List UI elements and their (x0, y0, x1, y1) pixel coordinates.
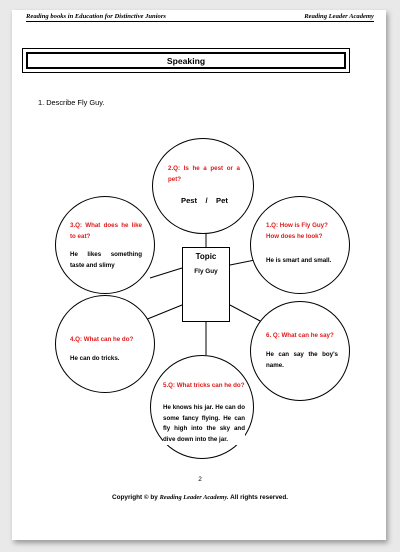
question-1: 1.Q: How is Fly Guy? How does he look? (266, 222, 328, 240)
running-header: Reading books in Education for Distincti… (26, 12, 374, 22)
question-4: 4.Q: What can he do? (70, 336, 134, 343)
answer-6: He can say the boy's name. (266, 351, 338, 369)
header-left: Reading books in Education for Distincti… (26, 13, 166, 20)
copyright-academy: Reading Leader Academy. (159, 494, 229, 501)
topic-label: Topic (195, 252, 217, 261)
answer-5: He knows his jar. He can do some fancy f… (163, 403, 245, 445)
topic-box: Topic Fly Guy (182, 247, 230, 322)
section-title-box: Speaking (22, 48, 350, 73)
copyright-footer: Copyright © by Reading Leader Academy. A… (0, 494, 400, 501)
bubble-what-does-he-eat (55, 196, 155, 294)
question-6: 6. Q: What can he say? (266, 332, 334, 339)
bubble-pest-or-pet (152, 138, 254, 234)
answer-4: He can do tricks. (70, 355, 120, 362)
section-title: Speaking (26, 52, 346, 69)
copyright-suffix: All rights reserved. (230, 494, 289, 501)
question-3: 3.Q: What does he like to eat? (70, 222, 142, 240)
bubble-what-can-he-say (250, 301, 350, 401)
topic-value: Fly Guy (194, 268, 218, 275)
answer-2: Pest / Pet (181, 196, 228, 205)
answer-1: He is smart and small. (266, 257, 332, 264)
header-right: Reading Leader Academy (304, 13, 374, 20)
answer-3: He likes something taste and slimy (70, 251, 142, 269)
page-number: 2 (198, 476, 202, 483)
question-text: 1. Describe Fly Guy. (38, 98, 105, 107)
question-2: 2.Q: Is he a pest or a pet? (168, 165, 240, 183)
question-5: 5.Q: What tricks can he do? (163, 382, 245, 389)
bubble-how-is-fly-guy (250, 196, 350, 294)
copyright-prefix: Copyright © by (111, 494, 158, 501)
bubble-what-can-he-do (55, 295, 155, 393)
